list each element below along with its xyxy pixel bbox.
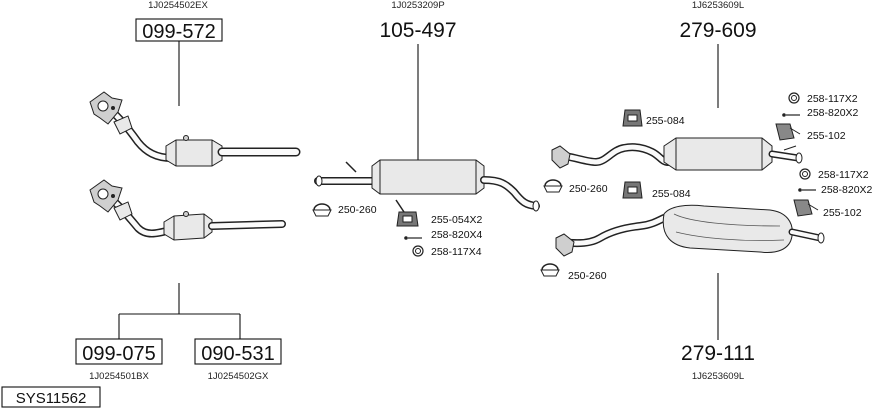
accessory-clamp-250-260-upper[interactable]: 250-260 [543, 179, 608, 195]
accessory-hanger-255-084-lower[interactable]: 255-084 [622, 181, 691, 200]
accessory-label-rear-top-4: 255-102 [807, 130, 846, 142]
oem-number-catalyst-left: 1J0254501BX [89, 371, 149, 382]
rear-silencer-upper[interactable] [551, 137, 803, 171]
middle-silencer[interactable] [314, 159, 540, 213]
accessory-hanger-255-102-upper[interactable]: 255-102 [775, 123, 846, 142]
oem-number-catalyst-top: 1J0254502EX [148, 0, 208, 11]
part-number-rear-top[interactable]: 279-609 [679, 19, 756, 42]
part-number-middle[interactable]: 105-497 [379, 19, 456, 42]
catalytic-converter-lower[interactable] [89, 179, 286, 241]
accessory-label-middle-3: 258-820X4 [431, 229, 483, 241]
accessory-ring-258-117-middle[interactable]: 258-117X4 [412, 245, 482, 258]
accessory-bolt-258-820-upper[interactable]: 258-820X2 [782, 107, 859, 119]
accessory-hanger-255-102-lower[interactable]: 255-102 [793, 199, 862, 219]
oem-number-rear-top: 1J6253609L [692, 0, 744, 11]
accessory-clamp-250-260-middle[interactable]: 250-260 [312, 203, 377, 217]
accessory-label-rear-top-5: 250-260 [569, 183, 608, 195]
accessory-hanger-255-084-upper[interactable]: 255-084 [622, 109, 685, 127]
part-number-catalyst-top[interactable]: 099-572 [142, 21, 215, 43]
part-box-099-075[interactable]: 099-075 [75, 338, 163, 365]
accessory-label-rear-bottom-2: 258-117X2 [818, 169, 869, 181]
rear-silencer-lower[interactable] [555, 204, 825, 257]
part-number-catalyst-left[interactable]: 099-075 [82, 343, 155, 365]
accessory-label-rear-top-2: 258-117X2 [807, 93, 858, 105]
part-number-catalyst-right[interactable]: 090-531 [201, 343, 274, 365]
accessory-label-middle-4: 258-117X4 [431, 246, 482, 258]
accessory-label-rear-top-1: 255-084 [646, 115, 685, 127]
oem-number-rear-bottom: 1J6253609L [692, 371, 744, 382]
accessory-label-rear-bottom-3: 258-820X2 [821, 184, 873, 196]
accessory-label-rear-bottom-5: 250-260 [568, 270, 607, 282]
system-code-box: SYS11562 [1, 386, 101, 408]
system-code: SYS11562 [16, 390, 87, 407]
part-box-090-531[interactable]: 090-531 [194, 338, 282, 365]
oem-number-catalyst-right: 1J0254502GX [208, 371, 269, 382]
accessory-hanger-255-054-middle[interactable]: 255-054X2 [396, 211, 483, 227]
accessory-label-middle-2: 255-054X2 [431, 214, 483, 226]
accessory-label-rear-top-3: 258-820X2 [807, 107, 859, 119]
accessory-bolt-258-820-lower[interactable]: 258-820X2 [798, 184, 873, 196]
catalytic-converter-upper[interactable] [89, 91, 301, 167]
oem-number-middle: 1J0253209P [391, 0, 444, 11]
accessory-label-rear-bottom-4: 255-102 [823, 207, 862, 219]
part-number-rear-bottom[interactable]: 279-111 [681, 342, 755, 365]
accessory-ring-258-117-lower[interactable]: 258-117X2 [799, 168, 869, 181]
accessory-label-rear-bottom-1: 255-084 [652, 188, 691, 200]
accessory-ring-258-117-upper[interactable]: 258-117X2 [788, 92, 858, 105]
part-box-099-572[interactable]: 099-572 [135, 18, 223, 43]
accessory-bolt-258-820-middle[interactable]: 258-820X4 [404, 229, 483, 241]
accessory-clamp-250-260-lower[interactable]: 250-260 [540, 263, 607, 282]
accessory-label-middle-1: 250-260 [338, 204, 377, 216]
